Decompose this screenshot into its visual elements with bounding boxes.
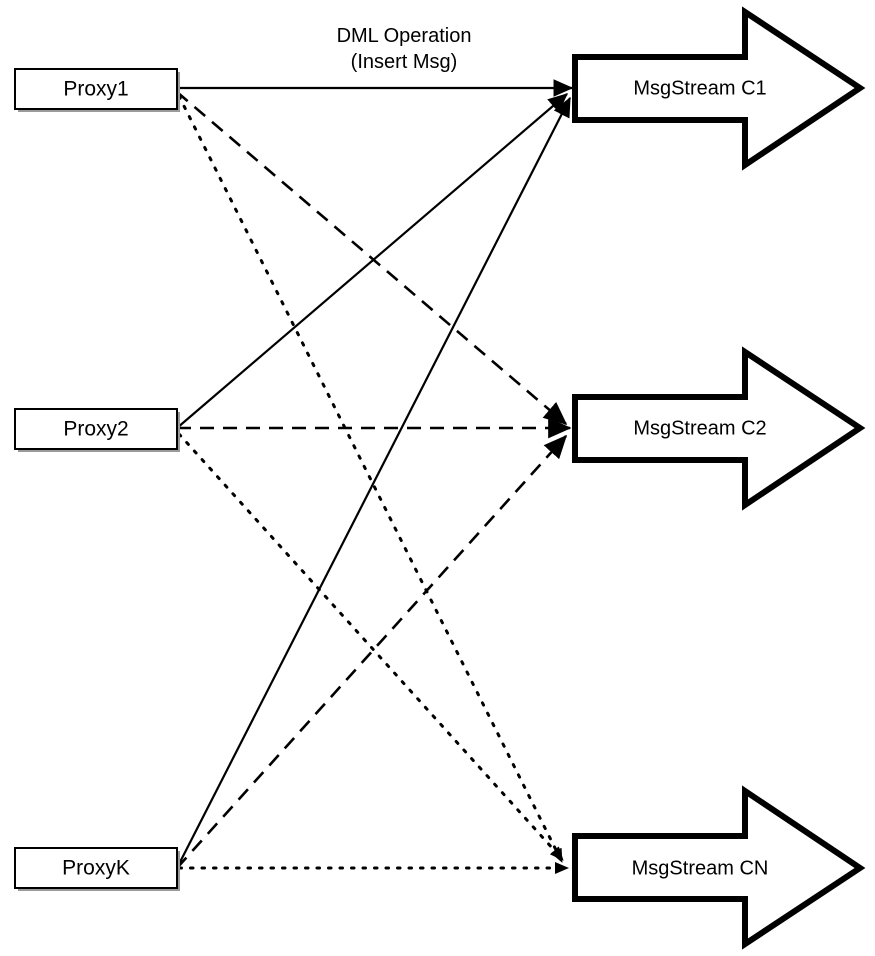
edge-line-solid (176, 93, 569, 429)
proxy-node-box (14, 408, 178, 450)
proxy-node-proxy1[interactable]: Proxy1 (14, 68, 180, 112)
edge-proxy2-to-cn[interactable] (177, 432, 565, 862)
dml-operation-label-line1: DML Operation (337, 25, 472, 47)
edge-proxyK-to-c2[interactable] (176, 434, 568, 869)
edge-proxy1-to-cn[interactable] (177, 94, 564, 864)
msgstream-arrow-label: MsgStream C1 (633, 77, 766, 99)
msgstream-arrow-c2[interactable]: MsgStream C2 (572, 346, 866, 511)
edge-proxy2-to-c1[interactable] (176, 93, 569, 429)
edge-line-dotted (177, 94, 564, 864)
msgstream-arrow-shape (572, 346, 866, 511)
edge-line-solid (176, 96, 571, 869)
msgstream-arrow-c1[interactable]: MsgStream C1 (572, 6, 866, 171)
dml-operation-label: DML Operation (Insert Msg) (337, 25, 472, 73)
proxy-node-label: Proxy2 (63, 418, 128, 441)
edge-proxyK-to-c1[interactable] (176, 96, 571, 869)
edge-proxy1-to-c2[interactable] (176, 91, 568, 426)
msgstream-arrow-cn[interactable]: MsgStream CN (572, 785, 866, 950)
proxy-node-box (14, 847, 178, 889)
proxy-node-proxy2[interactable]: Proxy2 (14, 408, 180, 452)
proxy-node-proxyK[interactable]: ProxyK (14, 847, 180, 891)
msgstream-arrow-shape (572, 785, 866, 950)
dml-operation-label-line2: (Insert Msg) (351, 51, 458, 73)
proxy-node-label: ProxyK (62, 857, 130, 880)
proxy-node-label: Proxy1 (63, 78, 128, 101)
msgstream-arrow-label: MsgStream CN (632, 857, 769, 879)
edge-line-dotted (177, 432, 565, 862)
streams-layer: MsgStream C1 MsgStream C2 MsgStream CN (572, 6, 866, 950)
edge-line-dashed (176, 434, 568, 869)
proxy-node-box (14, 68, 178, 110)
edges-layer (176, 79, 574, 874)
edge-line-dashed (176, 91, 568, 426)
msgstream-arrow-label: MsgStream C2 (633, 417, 766, 439)
msgstream-arrow-shape (572, 6, 866, 171)
